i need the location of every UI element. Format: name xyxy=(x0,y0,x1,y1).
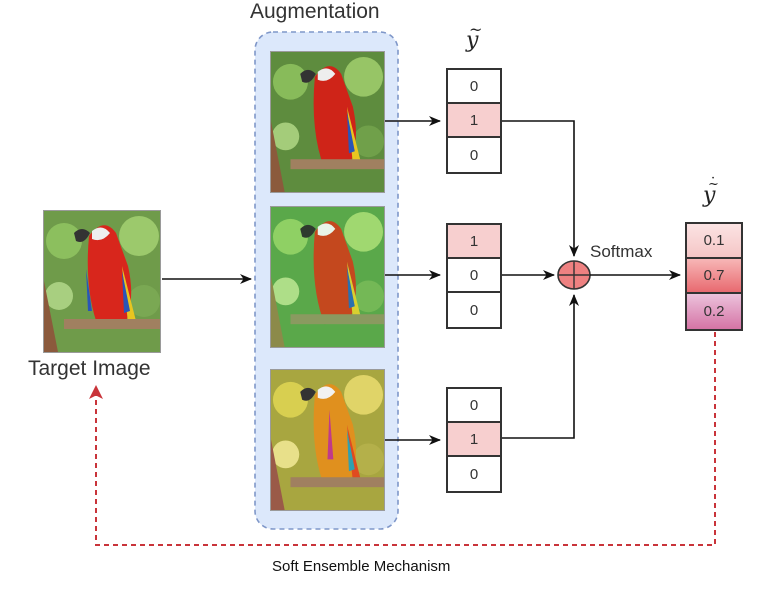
soft-label-vector: 0.1 0.7 0.2 xyxy=(685,222,743,331)
augmented-view-3 xyxy=(270,369,385,511)
sum-node-icon xyxy=(557,260,591,290)
y-dot-accent: ~ xyxy=(708,177,719,192)
parrot-photo-icon xyxy=(44,211,160,352)
parrot-photo-icon xyxy=(271,370,384,510)
line-vector1-to-sum xyxy=(502,120,579,257)
feedback-loop-line xyxy=(89,332,716,546)
one-hot-vector-2: 1 0 0 xyxy=(446,223,502,329)
augmented-view-2 xyxy=(270,206,385,348)
y-dot-base: y xyxy=(703,183,716,208)
target-image-label: Target Image xyxy=(28,357,151,380)
one-hot-vector-1: 0 1 0 xyxy=(446,68,502,174)
y-tilde-accent: ~ xyxy=(469,20,483,39)
augmented-view-1 xyxy=(270,51,385,193)
vector-cell-active: 1 xyxy=(448,104,500,138)
soft-label-cell: 0.7 xyxy=(687,259,741,294)
vector-cell-active: 1 xyxy=(448,423,500,457)
y-dot-dot: · xyxy=(711,171,716,186)
soft-ensemble-label: Soft Ensemble Mechanism xyxy=(272,558,451,575)
target-image xyxy=(43,210,161,353)
vector-cell: 0 xyxy=(469,465,479,483)
line-vector3-to-sum xyxy=(502,294,579,439)
vector-cell: 0 xyxy=(469,301,479,319)
y-tilde-symbol: y xyxy=(466,28,478,53)
vector-cell: 0 xyxy=(448,259,500,293)
vector-cell: 0 xyxy=(469,146,479,164)
parrot-photo-icon xyxy=(271,207,384,347)
parrot-photo-icon xyxy=(271,52,384,192)
y-tilde-base: y xyxy=(466,28,479,53)
softmax-label: Softmax xyxy=(590,242,653,261)
one-hot-vector-3: 0 1 0 xyxy=(446,387,502,493)
soft-label-cell: 0.1 xyxy=(687,224,741,259)
vector-cell: 0 xyxy=(448,389,500,423)
vector-cell-active: 1 xyxy=(448,225,500,259)
y-dot-symbol: y xyxy=(703,183,715,208)
vector-cell: 0 xyxy=(448,70,500,104)
augmentation-title: Augmentation xyxy=(250,0,380,23)
soft-label-cell: 0.2 xyxy=(687,294,741,329)
